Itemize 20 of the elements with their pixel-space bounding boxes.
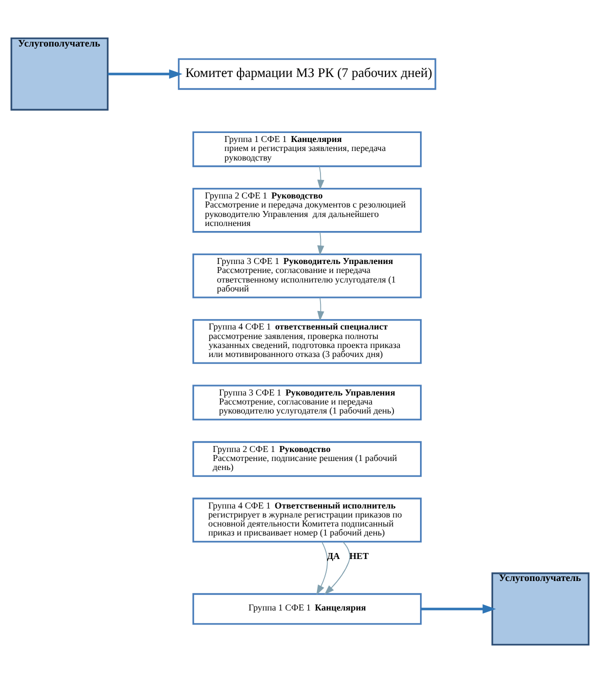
arrow <box>421 604 496 614</box>
node-box: Группа 2 СФЕ 1 Руководство Рассмотрение, подписание решения (1 рабочий день) <box>192 441 422 477</box>
node-box: Группа 3 СФЕ 1 Руководитель Управления Рассмотрение, согласование и передача руководителю услугодателя (1 рабочий день) <box>192 384 422 420</box>
node-box: Услугополучатель <box>10 38 109 111</box>
arrow <box>108 69 182 79</box>
edge-label: НЕТ <box>349 550 369 561</box>
node-box: Комитет фармации МЗ РК (7 рабочих дней) <box>178 58 436 90</box>
node-box: Группа 1 СФЕ 1 Канцелярия прием и регистрация заявления, передача руководству <box>192 131 422 168</box>
node-box: Группа 1 СФЕ 1 Канцелярия <box>192 593 422 625</box>
node-box: Группа 2 СФЕ 1 Руководство Рассмотрение и передача документов с резолюцией руководителю Управления для дальнейшего исполнения <box>192 188 422 233</box>
arrow <box>324 541 350 595</box>
arrow <box>317 232 324 256</box>
node-box: Группа 3 СФЕ 1 Руководитель Управления Рассмотрение, согласование и передача ответственному исполнителю услугодателя (1 рабочий <box>192 253 422 298</box>
arrow <box>317 297 324 322</box>
arrow <box>316 542 328 595</box>
node-box: Группа 4 СФЕ 1 ответственный специалист рассмотрение заявления, проверка полноты указанных сведений, подготовка проекта приказа или мотивированного отказа (3 рабочих дня) <box>192 319 422 364</box>
node-box: Группа 4 СФЕ 1 Ответственный исполнитель регистрирует в журнале регистрации приказов по основной деятельности Комитета подписанный приказ и присваивает номер (1 рабочий день) <box>192 498 422 542</box>
arrow <box>317 166 324 190</box>
node-box: Услугополучатель <box>491 572 590 646</box>
edge-label: ДА <box>326 550 340 561</box>
